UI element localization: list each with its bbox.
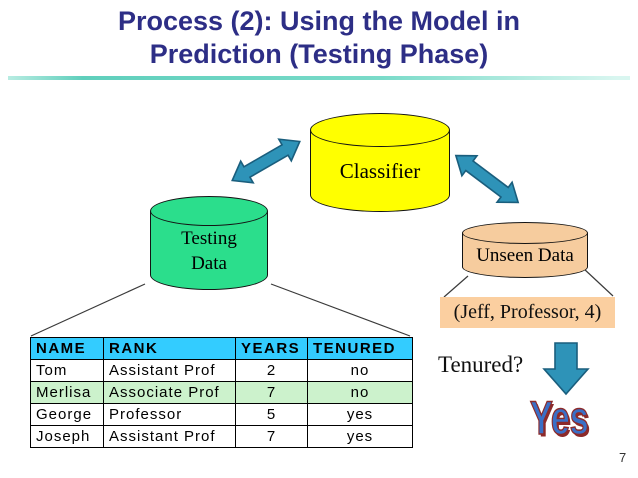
col-header-years: YEARS — [235, 337, 308, 360]
testing-data-label: Testing Data — [181, 227, 237, 274]
cell-rank: Associate Prof — [103, 381, 236, 404]
cell-years: 7 — [235, 381, 308, 404]
question-text: Tenured? — [438, 352, 524, 377]
title-line-1: Process (2): Using the Model in — [117, 6, 521, 36]
table-row: Joseph Assistant Prof 7 yes — [30, 425, 413, 448]
table-header-row: NAME RANK YEARS TENURED — [30, 337, 413, 360]
cell-years: 5 — [235, 403, 308, 426]
cell-rank: Assistant Prof — [103, 425, 236, 448]
page-number: 7 — [619, 450, 627, 465]
cell-years: 2 — [235, 359, 308, 382]
cell-rank: Assistant Prof — [103, 359, 236, 382]
cell-name: Joseph — [30, 425, 104, 448]
cell-tenured: yes — [307, 425, 413, 448]
unseen-data-label: Unseen Data — [476, 244, 574, 266]
table-row: Tom Assistant Prof 2 no — [30, 359, 413, 382]
table-row: George Professor 5 yes — [30, 403, 413, 426]
classifier-cylinder: Classifier — [310, 113, 450, 212]
cell-name: Merlisa — [30, 381, 104, 404]
query-tuple-text: (Jeff, Professor, 4) — [453, 301, 602, 323]
testing-data-cylinder: Testing Data — [150, 196, 268, 290]
classifier-label: Classifier — [339, 158, 421, 183]
title-line-2: Prediction (Testing Phase) — [149, 39, 489, 69]
cell-tenured: no — [307, 359, 413, 382]
col-header-tenured: TENURED — [307, 337, 413, 360]
answer-wordart: Yes — [529, 390, 589, 444]
double-arrow-right-icon — [454, 154, 520, 204]
cell-tenured: no — [307, 381, 413, 404]
cell-tenured: yes — [307, 403, 413, 426]
double-arrow-left-icon — [231, 138, 301, 184]
cell-name: Tom — [30, 359, 104, 382]
query-tuple-box: (Jeff, Professor, 4) — [440, 297, 615, 328]
col-header-name: NAME — [30, 337, 104, 360]
title-divider — [8, 76, 630, 80]
cell-rank: Professor — [103, 403, 236, 426]
down-arrow-icon — [542, 342, 590, 396]
table-row-highlighted: Merlisa Associate Prof 7 no — [30, 381, 413, 404]
cell-years: 7 — [235, 425, 308, 448]
cell-name: George — [30, 403, 104, 426]
col-header-rank: RANK — [103, 337, 236, 360]
testing-data-table: NAME RANK YEARS TENURED Tom Assistant Pr… — [30, 337, 413, 448]
unseen-data-cylinder-top — [462, 222, 588, 244]
unseen-data-cylinder: Unseen Data — [462, 222, 588, 278]
testing-data-cylinder-top — [150, 196, 268, 226]
page-title: Process (2): Using the Model in Predicti… — [0, 5, 638, 71]
classifier-cylinder-top — [310, 113, 450, 147]
